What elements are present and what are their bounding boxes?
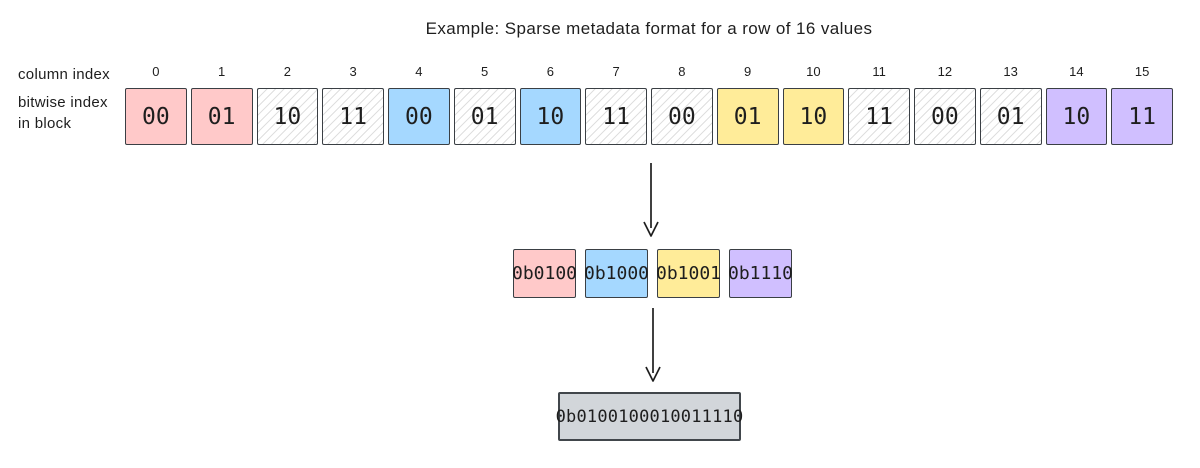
column-index-3: 3 [349,64,357,79]
column-index-14: 14 [1069,64,1084,79]
bitwise-cell-13: 01 [979,88,1042,145]
column-index-0: 0 [152,64,160,79]
bitwise-cell-6: 10 [519,88,582,145]
bitwise-index-label-line2: in block [18,115,72,132]
bitwise-cell-3: 11 [322,88,384,145]
bitwise-cell-2: 10 [256,88,319,145]
column-index-1: 1 [218,64,226,79]
arrow-down-icon [643,163,659,237]
bitwise-cell-4: 00 [388,88,450,145]
bitwise-cell-10: 10 [782,88,845,145]
diagram-title: Example: Sparse metadata format for a ro… [425,19,873,38]
bitwise-index-label: bitwise index in block [18,92,108,134]
bitwise-cell-1: 01 [190,88,253,145]
bitwise-cell-14: 10 [1045,88,1108,145]
column-index-15: 15 [1134,64,1150,79]
bitwise-index-label-line1: bitwise index [18,94,108,111]
column-index-6: 6 [546,64,554,79]
bitwise-cell-15: 11 [1111,88,1173,145]
column-index-label: column index [18,66,110,83]
column-index-8: 8 [678,64,686,79]
column-index-12: 12 [937,64,953,79]
column-index-2: 2 [283,64,291,79]
bitwise-cell-9: 01 [716,88,779,145]
nibble-group-cell-3: 0b1110 [728,249,793,298]
column-index-7: 7 [612,64,620,79]
column-index-13: 13 [1003,64,1018,79]
arrow-down-icon [645,308,661,382]
nibble-group-cell-0: 0b0100 [512,249,577,298]
bitwise-cell-8: 00 [651,88,713,145]
column-index-5: 5 [481,64,489,79]
column-index-4: 4 [415,64,423,79]
packed-metadata-cell: 0b0100100010011110 [556,392,743,441]
bitwise-cell-11: 11 [848,88,910,145]
bitwise-cell-0: 00 [125,88,187,145]
bitwise-cell-7: 11 [585,88,647,145]
nibble-group-cell-2: 0b1001 [656,249,721,298]
bitwise-cell-5: 01 [453,88,516,145]
nibble-group-cell-1: 0b1000 [584,249,649,298]
column-index-10: 10 [806,64,821,79]
column-index-9: 9 [744,64,752,79]
column-index-11: 11 [872,64,886,79]
bitwise-cell-12: 00 [914,88,976,145]
